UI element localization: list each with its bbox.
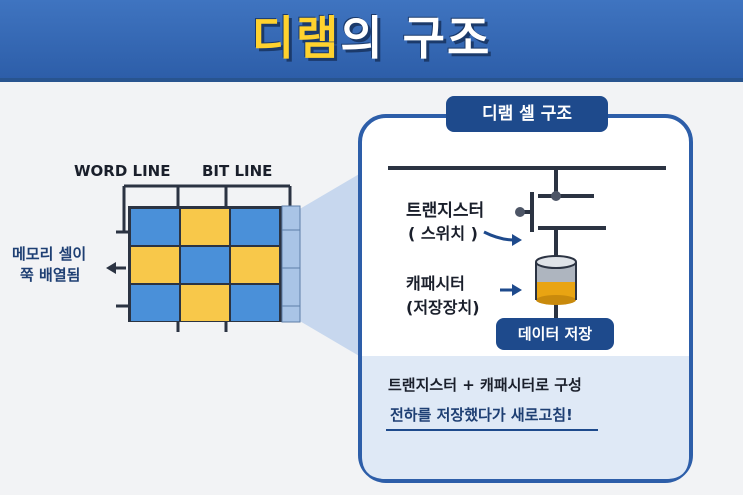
transistor-arrow-icon: [483, 230, 522, 246]
array-caption-line2: 쭉 배열됨: [20, 266, 81, 284]
array-wires: [116, 184, 294, 332]
memory-cell: [131, 247, 179, 283]
memory-cell-grid: [131, 209, 279, 321]
array-caption-line1: 메모리 셀이: [12, 245, 87, 263]
memory-cell: [181, 209, 229, 245]
page-title: 디램의 구조: [0, 8, 743, 68]
summary-line2: 전하를 저장했다가 새로고침!: [390, 406, 573, 424]
gate-node: [515, 207, 525, 217]
dram-cell-circuit: [388, 166, 666, 332]
memory-cell: [231, 209, 279, 245]
word-line-label: WORD LINE: [74, 162, 171, 180]
memory-cell: [131, 285, 179, 321]
capacitor-icon: [535, 255, 577, 305]
capacitor-label: 캐패시터: [406, 274, 465, 293]
memory-cell: [181, 285, 229, 321]
capacitor-arrow-icon: [500, 284, 522, 296]
title-rest: 의 구조: [340, 11, 492, 65]
memory-cell: [131, 209, 179, 245]
memory-cell: [181, 247, 229, 283]
store-badge: 데이터 저장: [496, 318, 614, 350]
header-banner: 디램의 구조: [0, 0, 743, 82]
memory-cell: [231, 285, 279, 321]
bit-line-label: BIT LINE: [202, 162, 273, 180]
left-arrow-icon: [106, 262, 126, 274]
bitline-node: [551, 191, 561, 201]
memory-cell: [231, 247, 279, 283]
panel-heading: 디램 셀 구조: [446, 96, 608, 132]
transistor-sub-label: ( 스위치 ): [408, 224, 478, 243]
summary-line1: 트랜지스터 + 캐패시터로 구성: [388, 376, 582, 394]
title-highlight: 디램: [251, 11, 341, 65]
summary-area: [362, 356, 689, 479]
capacitor-sub-label: (저장장치): [406, 298, 480, 317]
array-side-strip: [281, 205, 301, 323]
transistor-label: 트랜지스터: [406, 201, 485, 221]
